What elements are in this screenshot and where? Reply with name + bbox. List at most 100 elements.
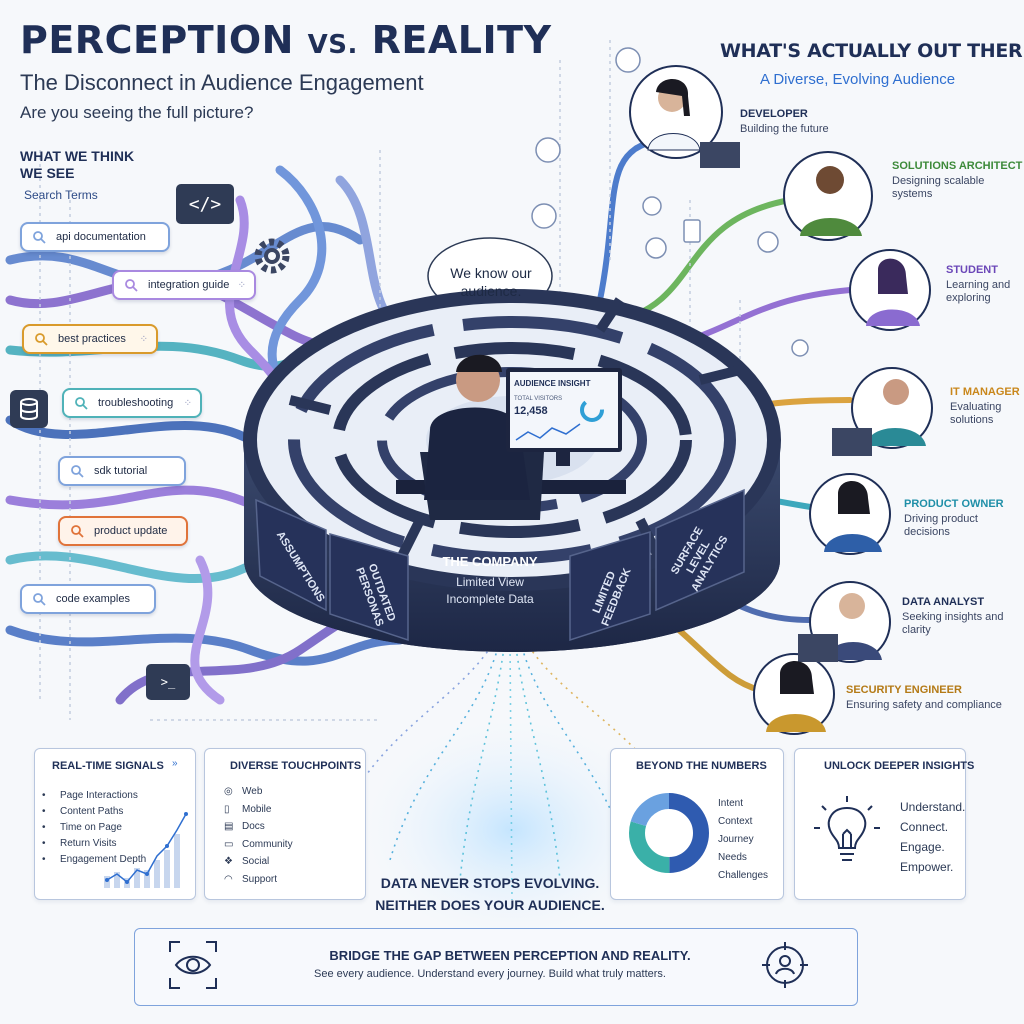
insight-item: Engage. (900, 840, 945, 854)
insight-item-text: Engage. (900, 840, 945, 854)
touchpoint-item: ◎ Web (224, 786, 262, 797)
search-term-text: integration guide (148, 279, 230, 291)
signal-item-text: Engagement Depth (60, 854, 147, 865)
insight-item: Connect. (900, 820, 948, 834)
panel-unlock-insights (794, 748, 966, 900)
lightbulb-icon (814, 796, 880, 861)
search-term-text: sdk tutorial (94, 465, 148, 477)
signal-item-text: Time on Page (60, 822, 122, 833)
search-term-pill: best practices ⁘ (22, 324, 158, 354)
footer-subtitle: See every audience. Understand every jou… (314, 968, 666, 980)
chat-icon: ▭ (224, 838, 234, 850)
persona-role: IT MANAGER (950, 386, 1020, 398)
social-icon: ❖ (224, 856, 233, 868)
evolving-message: DATA NEVER STOPS EVOLVING. NEITHER DOES … (375, 875, 605, 913)
search-term-pill: api documentation (20, 222, 170, 252)
touchpoint-item: ❖ Social (224, 856, 269, 867)
signal-item: •Return Visits (42, 838, 117, 849)
touchpoint-item-text: Community (242, 838, 293, 850)
persona-role: SECURITY ENGINEER (846, 684, 962, 696)
panel-diverse-touchpoints (204, 748, 366, 900)
search-icon (125, 279, 138, 292)
numbers-item: Journey (718, 834, 754, 845)
perception-heading: WHAT WE THINK WE SEE (20, 148, 135, 181)
touchpoint-item-text: Mobile (242, 803, 272, 815)
headset-icon: ◠ (224, 874, 233, 885)
page-subtitle: The Disconnect in Audience Engagement (20, 70, 424, 95)
search-term-pill: product update (58, 516, 188, 546)
arrow-icon: » (172, 758, 178, 769)
signal-item: •Page Interactions (42, 790, 138, 801)
persona-description: Designing scalable systems (892, 175, 985, 200)
persona-role: PRODUCT OWNER (904, 498, 1004, 510)
company-title: THE COMPANY (442, 554, 538, 569)
numbers-item-text: Challenges (718, 870, 769, 881)
signal-item-text: Page Interactions (60, 790, 138, 801)
touchpoint-item: ▭ Community (224, 839, 293, 850)
gear-icon (254, 238, 290, 274)
numbers-item: Context (718, 816, 752, 827)
screen-title: AUDIENCE INSIGHT (514, 379, 591, 388)
search-term-text: troubleshooting (98, 397, 174, 409)
screen-label: TOTAL VISITORS (514, 396, 563, 402)
touchpoint-item: ◠ Support (224, 874, 277, 885)
page-title: PERCEPTION VS. REALITY (20, 18, 552, 62)
persona-description: Driving product decisions (904, 513, 978, 538)
search-icon (71, 525, 84, 538)
persona-description: Ensuring safety and compliance (846, 699, 1002, 711)
touchpoint-item-text: Support (242, 874, 278, 885)
analyst-figure (396, 354, 626, 520)
persona-avatars (629, 65, 933, 735)
numbers-item: Intent (718, 798, 743, 809)
persona-description: Evaluating solutions (950, 401, 1002, 426)
persona-role: SOLUTIONS ARCHITECT (892, 160, 1023, 172)
touchpoint-item-text: Web (242, 786, 263, 797)
footer-banner (134, 928, 858, 1006)
touchpoint-item-text: Docs (242, 821, 265, 833)
signal-item: • Content Paths (42, 806, 123, 817)
signal-item-text: Content Paths (60, 806, 124, 817)
search-term-text: best practices (58, 333, 126, 345)
persona-role: DEVELOPER (740, 108, 808, 120)
signal-item: • Engagement Depth (42, 854, 146, 865)
thought-bubble-text: We know our audience. (450, 265, 532, 299)
touchpoint-item: ▤Docs (224, 821, 265, 832)
search-term-pill: integration guide ⁘ (112, 270, 256, 300)
panel-title-numbers: BEYOND THE NUMBERS (636, 760, 767, 772)
persona-description: Building the future (740, 123, 829, 135)
dots-icon: ⁘ (139, 333, 148, 345)
persona-role: DATA ANALYST (902, 596, 985, 608)
numbers-item-text: Intent (718, 798, 744, 809)
touchpoint-item-text: Social (242, 856, 270, 868)
search-icon (35, 333, 48, 346)
terminal-icon: >_ (146, 664, 190, 700)
persona-description: Seeking insights and clarity (902, 611, 1004, 636)
persona-description: Learning and exploring (946, 279, 1011, 304)
company-subtitle: Limited View Incomplete Data (446, 575, 534, 606)
panel-title-touchpoints: DIVERSE TOUCHPOINTS (230, 760, 362, 772)
globe-icon: ◎ (224, 786, 233, 797)
page-question: Are you seeing the full picture? (20, 103, 254, 122)
numbers-item-text: Needs (718, 852, 747, 863)
screen-value: 12,458 (514, 405, 548, 417)
panel-title-insights: UNLOCK DEEPER INSIGHTS (824, 760, 975, 772)
bullet-icon: • (42, 854, 46, 865)
search-term-text: product update (94, 525, 168, 537)
insight-item-text: Empower. (900, 860, 954, 874)
reality-subheading: A Diverse, Evolving Audience (760, 71, 956, 88)
reality-heading: WHAT'S ACTUALLY OUT THERE (720, 40, 1024, 62)
floating-icons (531, 47, 809, 357)
dots-icon: ⁘ (237, 279, 246, 291)
footer-title: BRIDGE THE GAP BETWEEN PERCEPTION AND RE… (329, 948, 691, 963)
insight-item: Empower. (900, 860, 953, 874)
signal-item: •Time on Page (42, 822, 122, 833)
database-icon (10, 390, 48, 428)
mobile-icon: ▯ (224, 803, 230, 815)
bullet-icon: • (42, 838, 46, 849)
search-term-pill: troubleshooting⁘ (62, 388, 202, 418)
code-brackets-icon: </> (176, 184, 234, 224)
search-icon (71, 465, 84, 478)
bullet-icon: • (42, 806, 46, 817)
persona-silhouettes (647, 78, 926, 732)
target-user-icon (762, 942, 808, 988)
